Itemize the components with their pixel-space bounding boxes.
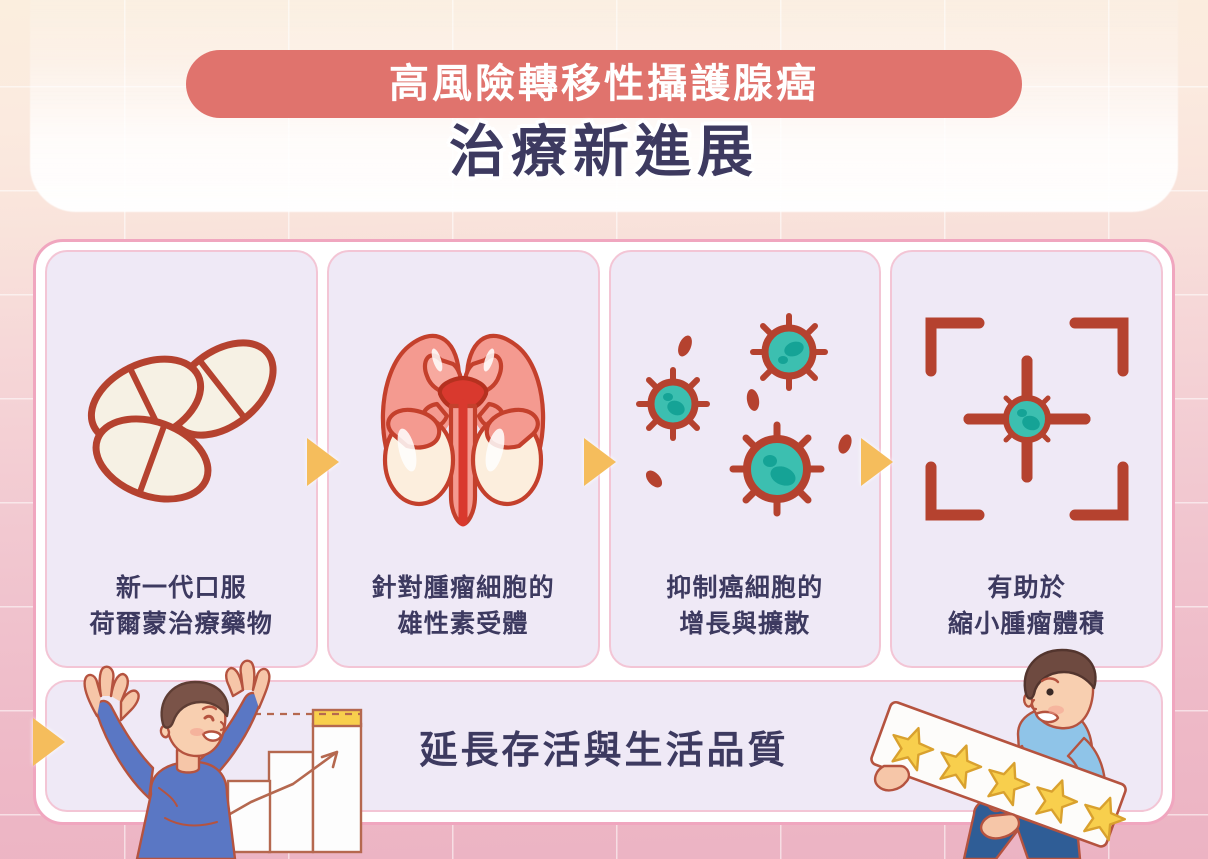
flow-card-androgen-receptor[interactable]: 針對腫瘤細胞的 雄性素受體 (326, 250, 600, 668)
flow-connector-arrow-1 (307, 438, 339, 486)
male-reproductive-anatomy-icon (329, 252, 598, 571)
title-banner-text: 高風險轉移性攝護腺癌 (389, 62, 819, 106)
flow-card-label: 針對腫瘤細胞的 雄性素受體 (371, 574, 555, 638)
flow-connector-arrow-4 (33, 718, 65, 766)
target-crosshair-icon (892, 252, 1161, 571)
pills-icon (47, 252, 316, 571)
page-subtitle: 治療新進展 (0, 124, 1208, 180)
flow-card-label: 抑制癌細胞的 增長與擴散 (666, 574, 824, 638)
page-subtitle-text: 治療新進展 (449, 120, 759, 183)
flow-card-inhibit-growth-spread[interactable]: 抑制癌細胞的 增長與擴散 (608, 250, 882, 668)
cancer-cells-icon (611, 252, 880, 571)
flow-card-shrink-tumor[interactable]: 有助於 縮小腫瘤體積 (890, 250, 1163, 668)
flow-card-label: 新一代口服 荷爾蒙治療藥物 (89, 574, 274, 638)
title-banner: 高風險轉移性攝護腺癌 (186, 50, 1022, 118)
outcome-banner[interactable]: 延長存活與生活品質 (45, 680, 1163, 812)
flow-card-oral-hormone-therapy[interactable]: 新一代口服 荷爾蒙治療藥物 (45, 250, 318, 668)
outcome-banner-text: 延長存活與生活品質 (419, 729, 789, 772)
flow-connector-arrow-2 (584, 438, 616, 486)
flow-connector-arrow-3 (861, 438, 893, 486)
flow-card-label: 有助於 縮小腫瘤體積 (948, 574, 1106, 638)
